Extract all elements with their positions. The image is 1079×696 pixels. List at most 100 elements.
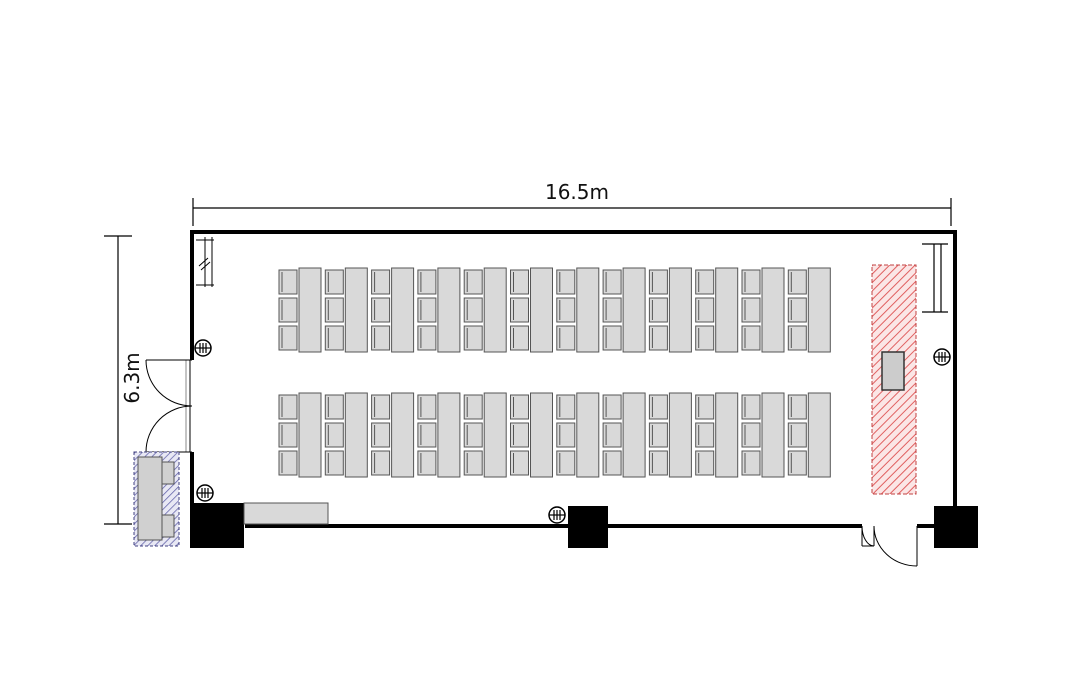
chair bbox=[324, 297, 344, 323]
chair bbox=[695, 325, 715, 351]
chair bbox=[741, 394, 761, 420]
chair bbox=[741, 297, 761, 323]
table bbox=[530, 392, 553, 478]
table bbox=[761, 267, 785, 353]
chair bbox=[787, 394, 807, 420]
table bbox=[576, 267, 600, 353]
table bbox=[807, 267, 831, 353]
chair bbox=[278, 450, 298, 476]
outlet-icon bbox=[548, 506, 566, 524]
table-group bbox=[371, 267, 415, 353]
chair bbox=[648, 450, 668, 476]
chair bbox=[741, 269, 761, 295]
chair bbox=[556, 422, 576, 448]
door-icon bbox=[145, 359, 193, 453]
chair bbox=[741, 422, 761, 448]
chair bbox=[324, 394, 344, 420]
table-group bbox=[510, 267, 553, 353]
table bbox=[298, 392, 322, 478]
table bbox=[668, 392, 692, 478]
chair bbox=[510, 297, 529, 323]
chair bbox=[648, 422, 668, 448]
door-icon bbox=[861, 525, 918, 567]
chair bbox=[417, 394, 437, 420]
table bbox=[437, 392, 461, 478]
chair bbox=[602, 450, 622, 476]
height-dimension: 6.3m bbox=[104, 235, 144, 525]
table bbox=[391, 267, 415, 353]
table-group bbox=[556, 267, 600, 353]
table-group bbox=[371, 392, 415, 478]
chair bbox=[463, 325, 483, 351]
chair bbox=[510, 394, 529, 420]
whiteboard-icon bbox=[922, 243, 948, 313]
chair bbox=[278, 297, 298, 323]
chair bbox=[278, 269, 298, 295]
chair bbox=[602, 394, 622, 420]
chair bbox=[741, 450, 761, 476]
chair bbox=[417, 297, 437, 323]
chair bbox=[510, 269, 529, 295]
chair bbox=[695, 394, 715, 420]
whiteboard-icon bbox=[196, 237, 214, 287]
table bbox=[483, 267, 507, 353]
chair bbox=[787, 325, 807, 351]
column-left bbox=[190, 503, 244, 548]
chair bbox=[556, 450, 576, 476]
chair bbox=[648, 394, 668, 420]
table-group bbox=[417, 267, 461, 353]
chair bbox=[324, 422, 344, 448]
table bbox=[668, 267, 692, 353]
chair bbox=[695, 297, 715, 323]
table bbox=[483, 392, 507, 478]
outlet-icon bbox=[933, 348, 951, 366]
chair bbox=[556, 325, 576, 351]
chair bbox=[510, 450, 529, 476]
table-group bbox=[787, 392, 831, 478]
table bbox=[344, 267, 368, 353]
chair bbox=[695, 269, 715, 295]
chair bbox=[463, 450, 483, 476]
table bbox=[807, 392, 831, 478]
lectern bbox=[881, 351, 905, 391]
outlet-icon bbox=[196, 484, 214, 502]
table-group bbox=[602, 267, 646, 353]
table-group bbox=[695, 392, 739, 478]
table-group bbox=[602, 392, 646, 478]
chair bbox=[648, 269, 668, 295]
chair bbox=[648, 297, 668, 323]
table-group bbox=[324, 392, 368, 478]
table-group bbox=[510, 392, 553, 478]
chair bbox=[695, 422, 715, 448]
chair bbox=[787, 297, 807, 323]
chair bbox=[695, 450, 715, 476]
table-group bbox=[417, 392, 461, 478]
height-label: 6.3m bbox=[120, 352, 144, 403]
table bbox=[437, 267, 461, 353]
chair bbox=[371, 394, 391, 420]
chair bbox=[510, 325, 529, 351]
chair bbox=[602, 325, 622, 351]
table bbox=[715, 267, 739, 353]
table bbox=[344, 392, 368, 478]
width-label: 16.5m bbox=[545, 180, 609, 204]
chair bbox=[417, 422, 437, 448]
chair bbox=[417, 325, 437, 351]
chair bbox=[417, 450, 437, 476]
chair bbox=[787, 422, 807, 448]
chair bbox=[787, 450, 807, 476]
table bbox=[530, 267, 553, 353]
chair bbox=[463, 394, 483, 420]
table-group bbox=[741, 267, 785, 353]
storage-hatch bbox=[133, 451, 180, 547]
chair bbox=[371, 269, 391, 295]
chair bbox=[371, 297, 391, 323]
chair bbox=[787, 269, 807, 295]
chair bbox=[324, 450, 344, 476]
column-middle bbox=[568, 506, 608, 548]
table-group bbox=[741, 392, 785, 478]
table-group bbox=[695, 267, 739, 353]
table-group bbox=[787, 267, 831, 353]
chair bbox=[324, 269, 344, 295]
